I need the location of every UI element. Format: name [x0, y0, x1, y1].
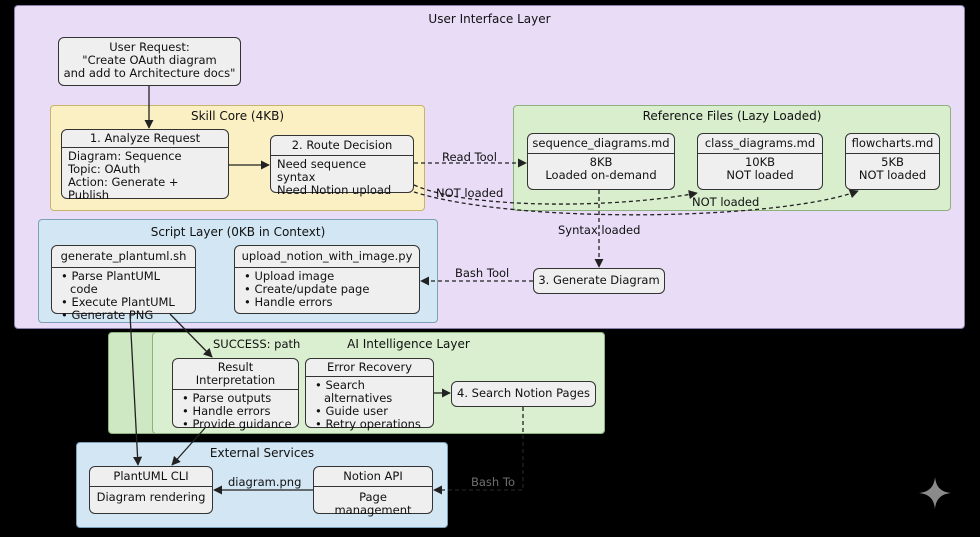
user-request-line1: "Create OAuth diagram	[82, 53, 217, 67]
generate-plantuml-script[interactable]: generate_plantuml.sh Parse PlantUML code…	[51, 245, 196, 322]
result-interpretation-node[interactable]: Result Interpretation Parse outputs Hand…	[172, 358, 299, 431]
reference-file-size: 10KB	[744, 155, 776, 169]
error-item: Retry operations	[324, 418, 427, 431]
reference-file-name: flowcharts.md	[846, 134, 939, 154]
reference-file-sequence[interactable]: sequence_diagrams.md 8KB Loaded on-deman…	[527, 133, 675, 190]
reference-file-name: class_diagrams.md	[698, 134, 822, 154]
script-item: Create/update page	[253, 283, 413, 296]
analyze-line-diagram: Diagram: Sequence	[68, 149, 182, 163]
route-line-syntax: Need sequence syntax	[277, 157, 367, 184]
reference-file-status: Loaded on-demand	[545, 168, 657, 182]
plantuml-cli-body: Diagram rendering	[96, 490, 206, 504]
result-item: Provide guidance	[191, 418, 292, 431]
upload-notion-script[interactable]: upload_notion_with_image.py Upload image…	[234, 245, 420, 314]
result-item: Parse outputs	[191, 392, 292, 405]
route-decision-title: 2. Route Decision	[271, 136, 413, 156]
script-item: Generate PNG	[70, 309, 189, 322]
reference-file-size: 5KB	[881, 155, 904, 169]
reference-file-status: NOT loaded	[726, 168, 794, 182]
skill-core-title: Skill Core (4KB)	[190, 109, 285, 123]
script-item: Upload image	[253, 270, 413, 283]
search-notion-label: 4. Search Notion Pages	[457, 386, 590, 400]
error-item: Search alternatives	[324, 379, 427, 405]
reference-file-name: sequence_diagrams.md	[528, 134, 674, 154]
error-recovery-title: Error Recovery	[306, 359, 433, 377]
user-request-line2: and add to Architecture docs"	[63, 66, 236, 80]
external-title: External Services	[209, 446, 315, 460]
search-notion-node[interactable]: 4. Search Notion Pages	[451, 381, 596, 407]
analyze-line-topic: Topic: OAuth	[68, 162, 141, 176]
analyze-request-title: 1. Analyze Request	[62, 130, 228, 148]
edge-label-not-loaded-1: NOT loaded	[436, 186, 504, 200]
script-layer-title: Script Layer (0KB in Context)	[150, 225, 326, 239]
plantuml-cli-node[interactable]: PlantUML CLI Diagram rendering	[89, 466, 213, 514]
script-item: Execute PlantUML	[70, 296, 189, 309]
generate-diagram-node[interactable]: 3. Generate Diagram	[533, 268, 665, 294]
ai-layer-title: AI Intelligence Layer	[347, 337, 470, 351]
reference-file-class[interactable]: class_diagrams.md 10KB NOT loaded	[697, 133, 823, 190]
plantuml-cli-title: PlantUML CLI	[90, 467, 212, 487]
notion-api-body: Page management	[334, 490, 412, 517]
generate-diagram-label: 3. Generate Diagram	[538, 273, 660, 287]
error-recovery-node[interactable]: Error Recovery Search alternatives Guide…	[305, 358, 434, 431]
analyze-request-node[interactable]: 1. Analyze Request Diagram: Sequence Top…	[61, 129, 229, 202]
notion-api-node[interactable]: Notion API Page management	[313, 466, 433, 517]
edge-label-read-tool: Read Tool	[442, 150, 497, 164]
edge-label-syntax-loaded: Syntax loaded	[558, 223, 641, 237]
edge-label-bash-tool: Bash Tool	[455, 266, 510, 280]
sparkle-icon	[919, 477, 951, 509]
edge-label-bash-to: Bash To	[471, 475, 515, 489]
reference-file-size: 8KB	[589, 155, 613, 169]
analyze-line-action: Action: Generate + Publish	[68, 175, 179, 202]
script-item: Parse PlantUML code	[70, 270, 189, 296]
result-interpretation-title: Result Interpretation	[173, 359, 298, 390]
edge-label-diagram-png: diagram.png	[228, 475, 302, 489]
script-title: upload_notion_with_image.py	[235, 246, 419, 268]
reference-file-status: NOT loaded	[858, 168, 927, 182]
ui-layer-title: User Interface Layer	[428, 12, 551, 26]
edge-label-not-loaded-2: NOT loaded	[692, 195, 760, 209]
reference-title: Reference Files (Lazy Loaded)	[642, 109, 822, 123]
user-request-node[interactable]: User Request: "Create OAuth diagram and …	[58, 37, 241, 86]
route-decision-node[interactable]: 2. Route Decision Need sequence syntax N…	[270, 135, 414, 197]
result-item: Handle errors	[191, 405, 292, 418]
notion-api-title: Notion API	[314, 467, 432, 487]
script-title: generate_plantuml.sh	[52, 246, 195, 268]
edge-label-success-path: SUCCESS: path	[213, 337, 301, 351]
route-line-upload: Need Notion upload	[277, 183, 392, 197]
reference-file-flowcharts[interactable]: flowcharts.md 5KB NOT loaded	[845, 133, 940, 190]
script-item: Handle errors	[253, 296, 413, 309]
user-request-title: User Request:	[109, 40, 190, 54]
error-item: Guide user	[324, 405, 427, 418]
